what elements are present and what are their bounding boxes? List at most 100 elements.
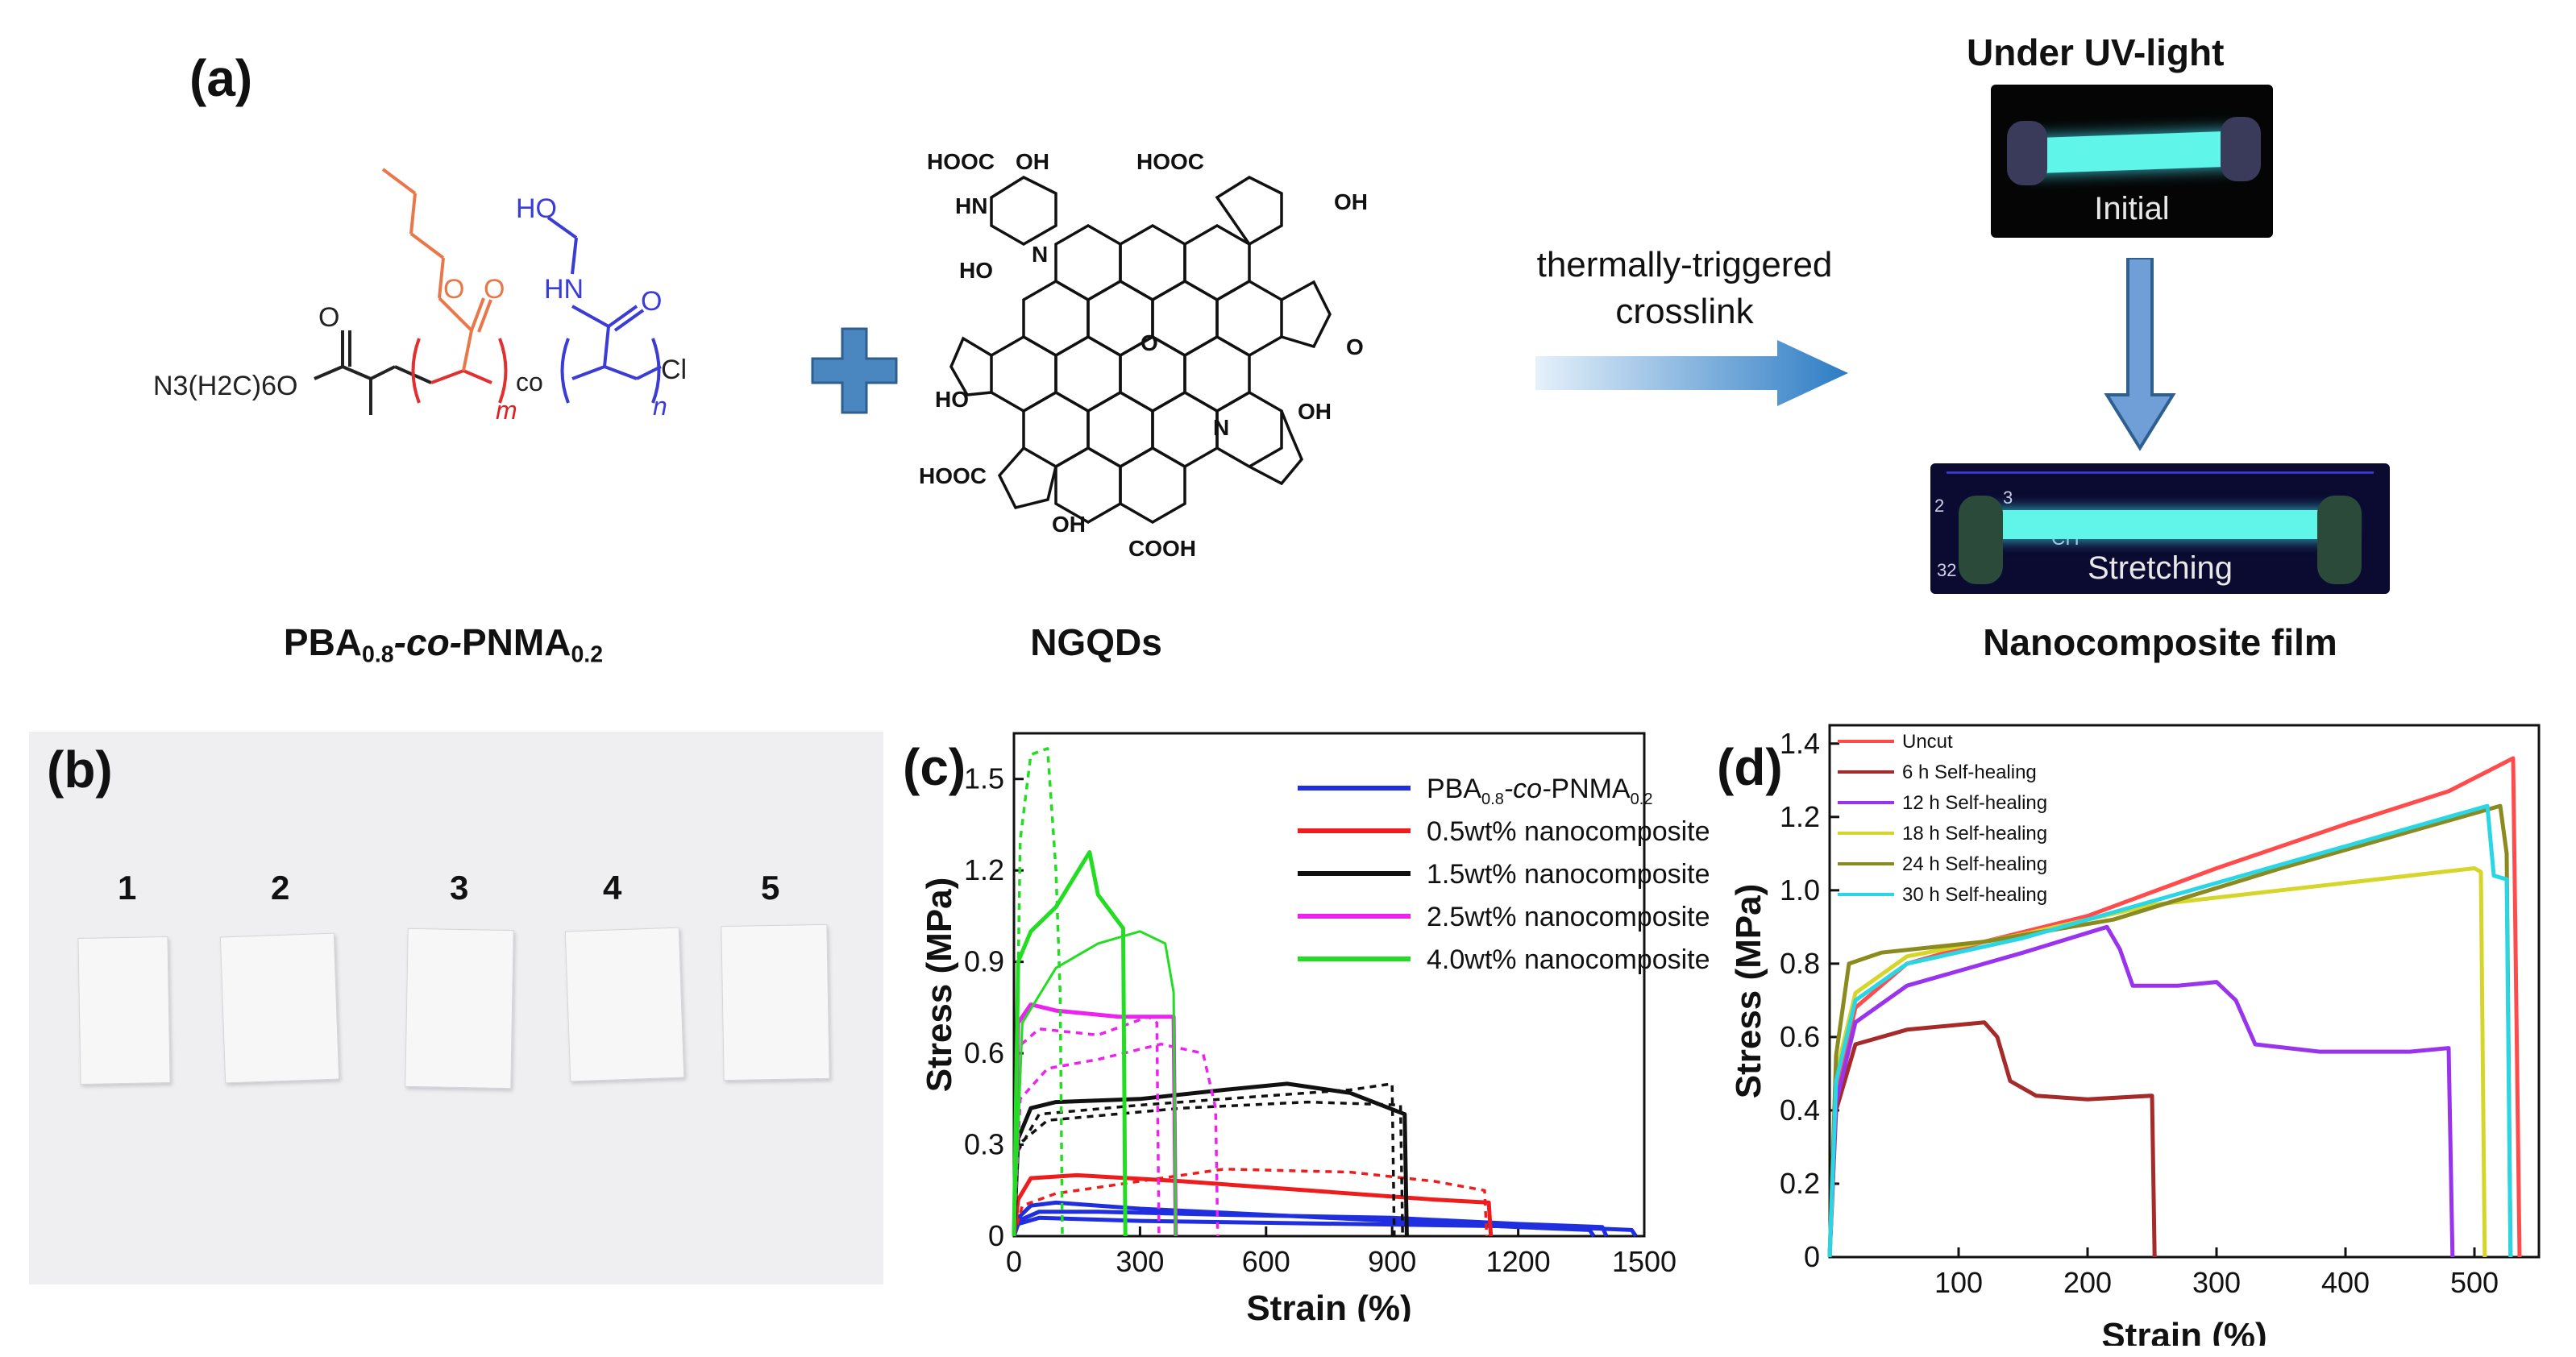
series-line [1827, 1020, 2157, 1258]
x-axis-label: Strain (%) [1246, 1289, 1411, 1322]
film-sample [405, 927, 514, 1089]
x-tick-label: 900 [1368, 1245, 1416, 1278]
x-tick-label: 400 [2321, 1266, 2370, 1299]
legend-label: 2.5wt% nanocomposite [1427, 902, 1710, 932]
film-sample [721, 923, 830, 1081]
svg-text:N: N [1032, 242, 1048, 267]
plot-frame [1012, 732, 1646, 1238]
series-line [1012, 1172, 1494, 1237]
series-line [1012, 850, 1128, 1237]
y-tick-label: 0 [988, 1219, 1004, 1252]
film-sample [564, 927, 685, 1082]
y-tick-label: 0 [1804, 1240, 1820, 1273]
x-tick-label: 300 [1116, 1245, 1164, 1278]
series-line [1012, 1082, 1396, 1237]
legend-label: PBA0.8-co-PNMA0.2 [1427, 774, 1652, 808]
sample-number: 3 [450, 869, 469, 907]
film-sample [219, 932, 340, 1084]
svg-text:HOOC: HOOC [927, 149, 995, 174]
sample-number: 2 [271, 869, 290, 907]
series-line [1012, 930, 1178, 1237]
y-tick-label: 1.2 [1780, 800, 1820, 833]
plot-frame [1828, 724, 2541, 1259]
svg-text:HO: HO [959, 258, 993, 283]
end-group-label: N3(H2C)6O [153, 371, 297, 401]
series-line [1012, 1015, 1161, 1237]
sample-number: 1 [118, 869, 137, 907]
svg-text:HO: HO [935, 387, 969, 412]
panel-d-label: (d) [1717, 738, 1783, 796]
m-subscript: m [496, 396, 517, 425]
x-tick-label: 200 [2063, 1266, 2112, 1299]
series-line [1012, 1215, 1638, 1238]
y-axis-label: Stress (MPa) [1733, 884, 1768, 1099]
polymer-structure: N3(H2C)6O O O O m co HO HN O Cl n [153, 168, 687, 425]
legend-label: Uncut [1902, 731, 1953, 753]
polymer-caption: PBA0.8-co-PNMA0.2 [283, 621, 604, 668]
x-axis-label: Strain (%) [2101, 1316, 2266, 1346]
y-tick-label: 1.4 [1780, 727, 1820, 760]
ho-label: HO [516, 193, 557, 224]
ester-o-label: O [318, 302, 339, 333]
initial-label: Initial [2094, 191, 2170, 226]
film-sample [77, 936, 171, 1085]
y-tick-label: 0.8 [1780, 947, 1820, 980]
pba-carbonyl-label: O [484, 274, 505, 305]
x-tick-label: 100 [1934, 1266, 1983, 1299]
initial-film-photo: Initial [1991, 85, 2273, 238]
uv-title: Under UV-light [1967, 31, 2225, 73]
svg-text:COOH: COOH [1128, 536, 1196, 561]
svg-text:HOOC: HOOC [919, 463, 987, 488]
panel-a-label: (a) [189, 49, 253, 107]
legend-label: 6 h Self-healing [1902, 761, 2037, 783]
series-line [1827, 924, 2455, 1258]
panel-b-label: (b) [47, 741, 113, 799]
pnma-o-label: O [641, 286, 662, 317]
y-tick-label: 1.0 [1780, 874, 1820, 907]
sample-number: 5 [761, 869, 780, 907]
x-tick-label: 500 [2450, 1266, 2499, 1299]
legend-label: 30 h Self-healing [1902, 884, 2047, 906]
legend-label: 24 h Self-healing [1902, 853, 2047, 875]
legend-label: 12 h Self-healing [1902, 792, 2047, 814]
svg-text:HOOC: HOOC [1136, 149, 1204, 174]
x-tick-label: 600 [1242, 1245, 1290, 1278]
svg-text:N: N [1213, 415, 1229, 440]
sample-number: 4 [603, 869, 622, 907]
arrow-text: thermally-triggered crosslink [1536, 245, 1833, 331]
stretching-film-photo: 2 3 CH 32 Stretching [1930, 463, 2390, 594]
x-tick-label: 300 [2192, 1266, 2241, 1299]
cl-label: Cl [661, 355, 687, 385]
series-line [1827, 866, 2487, 1258]
ngqd-structure: HOOC OH HOOC HN OH N HO O O HO N OH HOOC… [919, 149, 1368, 561]
y-tick-label: 0.6 [1780, 1020, 1820, 1053]
series-line [1827, 803, 2513, 1258]
x-tick-label: 1200 [1486, 1245, 1551, 1278]
stretching-label: Stretching [2087, 550, 2233, 586]
svg-text:OH: OH [1016, 149, 1049, 174]
hn-label: HN [544, 274, 584, 305]
n-subscript: n [653, 392, 667, 421]
y-tick-label: 1.5 [964, 762, 1004, 795]
ngqd-caption: NGQDs [1030, 621, 1162, 663]
svg-text:HN: HN [955, 193, 987, 218]
panel-c-label: (c) [903, 738, 966, 796]
y-tick-label: 0.6 [964, 1036, 1004, 1069]
co-label: co [516, 367, 543, 396]
svg-text:O: O [1141, 330, 1158, 355]
legend-label: 1.5wt% nanocomposite [1427, 859, 1710, 890]
series-line [1012, 1002, 1178, 1237]
y-tick-label: 0.2 [1780, 1167, 1820, 1200]
down-arrow-icon [2104, 258, 2176, 451]
series-line [1827, 803, 2513, 1258]
y-tick-label: 0.9 [964, 945, 1004, 978]
y-tick-label: 0.3 [964, 1128, 1004, 1161]
x-tick-label: 1500 [1612, 1245, 1676, 1278]
legend-label: 0.5wt% nanocomposite [1427, 816, 1710, 847]
plus-icon [811, 327, 898, 414]
y-axis-label: Stress (MPa) [920, 878, 959, 1093]
panel-b-photo: (b) 1 2 3 4 5 [29, 732, 883, 1284]
legend-label: 4.0wt% nanocomposite [1427, 944, 1710, 975]
svg-text:OH: OH [1334, 189, 1368, 214]
